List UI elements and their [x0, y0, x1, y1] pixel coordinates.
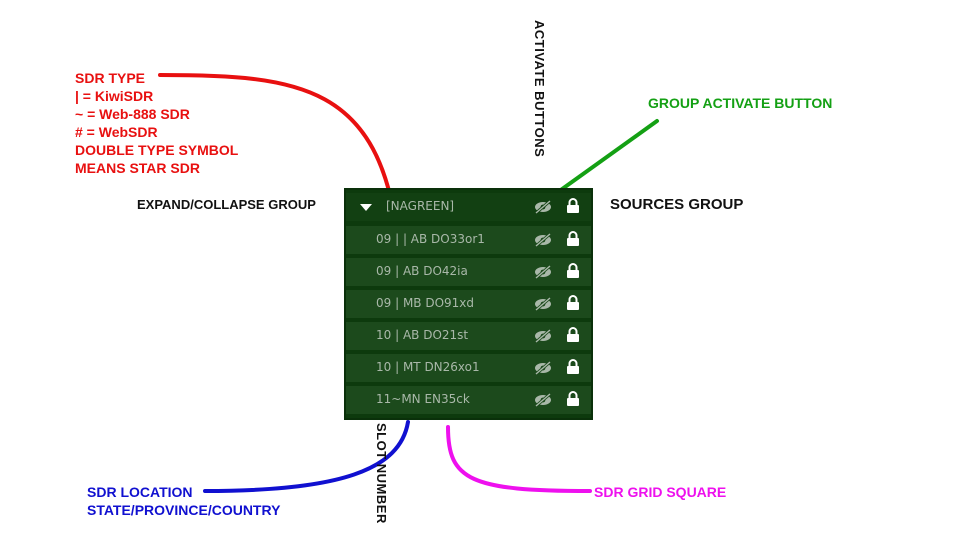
slot-number-label: SLOT NUMBER	[374, 423, 389, 524]
source-label: 09 | MB DO91xd	[376, 296, 475, 310]
sdr-type-line: SDR TYPE	[75, 70, 146, 86]
group-header-row[interactable]: [NAGREEN]	[346, 193, 591, 221]
source-row[interactable]: 09 | AB DO42ia	[346, 258, 591, 286]
lock-icon[interactable]	[566, 231, 580, 247]
lock-icon[interactable]	[566, 295, 580, 311]
eye-slash-icon[interactable]	[534, 361, 552, 375]
sources-group-panel: [NAGREEN] 09 | | AB DO33or1 09 | AB DO42…	[344, 188, 593, 420]
sdr-type-legend: SDR TYPE | = KiwiSDR ~ = Web-888 SDR # =…	[75, 69, 238, 177]
lock-icon[interactable]	[566, 327, 580, 343]
sdr-grid-square-label: SDR GRID SQUARE	[594, 484, 727, 500]
eye-slash-icon[interactable]	[534, 329, 552, 343]
sdr-type-line: | = KiwiSDR	[75, 88, 154, 104]
sdr-type-line: # = WebSDR	[75, 124, 158, 140]
group-name: [NAGREEN]	[386, 199, 455, 213]
source-label: 10 | MT DN26xo1	[376, 360, 480, 374]
lock-icon[interactable]	[566, 391, 580, 407]
lock-icon[interactable]	[566, 359, 580, 375]
source-row[interactable]: 11~MN EN35ck	[346, 386, 591, 414]
group-activate-connector	[549, 119, 659, 199]
eye-slash-icon[interactable]	[534, 393, 552, 407]
sdr-location-line: STATE/PROVINCE/COUNTRY	[87, 502, 281, 518]
source-label: 11~MN EN35ck	[376, 392, 470, 406]
sdr-location-label: SDR LOCATION STATE/PROVINCE/COUNTRY	[87, 483, 280, 519]
eye-slash-icon[interactable]	[534, 265, 552, 279]
source-row[interactable]: 10 | AB DO21st	[346, 322, 591, 350]
source-row[interactable]: 09 | | AB DO33or1	[346, 226, 591, 254]
source-label: 09 | AB DO42ia	[376, 264, 468, 278]
expand-collapse-group-label: EXPAND/COLLAPSE GROUP	[137, 197, 316, 212]
eye-slash-icon[interactable]	[534, 233, 552, 247]
caret-down-icon[interactable]	[360, 204, 372, 211]
source-label: 09 | | AB DO33or1	[376, 232, 485, 246]
sdr-type-line: DOUBLE TYPE SYMBOL	[75, 142, 239, 158]
source-row[interactable]: 10 | MT DN26xo1	[346, 354, 591, 382]
lock-icon[interactable]	[566, 263, 580, 279]
sdr-type-line: MEANS STAR SDR	[75, 160, 200, 176]
source-row[interactable]: 09 | MB DO91xd	[346, 290, 591, 318]
sdr-grid-square-connector	[446, 425, 592, 493]
source-label: 10 | AB DO21st	[376, 328, 469, 342]
activate-buttons-label: ACTIVATE BUTTONS	[532, 20, 547, 158]
sdr-location-line: SDR LOCATION	[87, 484, 193, 500]
sources-group-label: SOURCES GROUP	[610, 196, 744, 213]
group-activate-button-label: GROUP ACTIVATE BUTTON	[648, 95, 833, 111]
eye-slash-icon[interactable]	[534, 297, 552, 311]
lock-icon[interactable]	[566, 198, 580, 214]
eye-slash-icon[interactable]	[534, 200, 552, 214]
sdr-type-line: ~ = Web-888 SDR	[75, 106, 190, 122]
